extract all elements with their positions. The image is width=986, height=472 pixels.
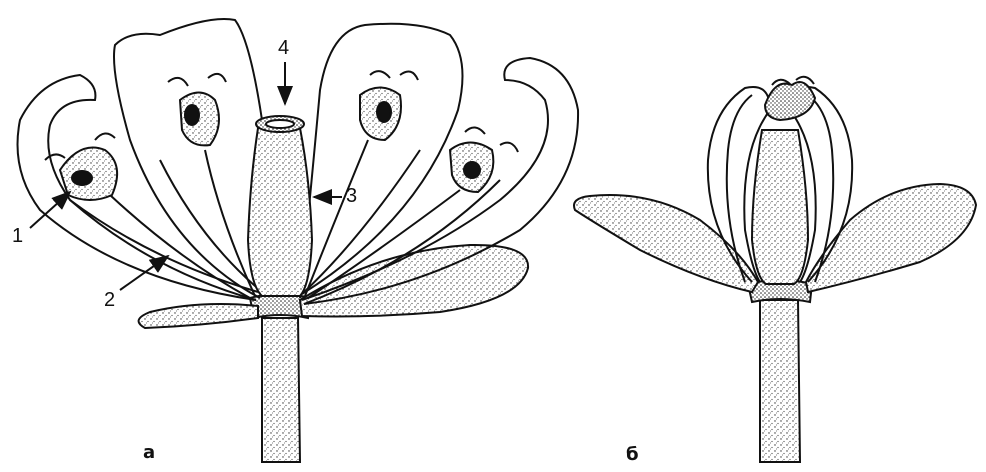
arrow-2	[120, 256, 168, 290]
panel-label-b: б	[626, 446, 639, 464]
anthers-closed	[765, 82, 815, 120]
flower-open	[18, 19, 579, 462]
panel-label-a: а	[143, 444, 155, 462]
callout-label-2: 2	[104, 290, 115, 310]
stem-a	[262, 318, 300, 462]
filament-2	[205, 150, 255, 296]
sepal-left-a	[139, 304, 258, 328]
callout-label-4: 4	[278, 38, 289, 58]
petal-outer-left	[18, 75, 259, 300]
flower-closed	[574, 77, 976, 462]
callout-label-3: 3	[346, 186, 357, 206]
sepal-right-b	[806, 184, 976, 292]
stem-b	[760, 300, 800, 462]
arrow-1	[30, 192, 70, 228]
petal-left-mid	[114, 19, 262, 298]
pistil-b	[752, 130, 808, 284]
callout-label-1: 1	[12, 226, 23, 246]
sepal-left-b	[574, 195, 758, 292]
pistil-a	[248, 128, 312, 296]
